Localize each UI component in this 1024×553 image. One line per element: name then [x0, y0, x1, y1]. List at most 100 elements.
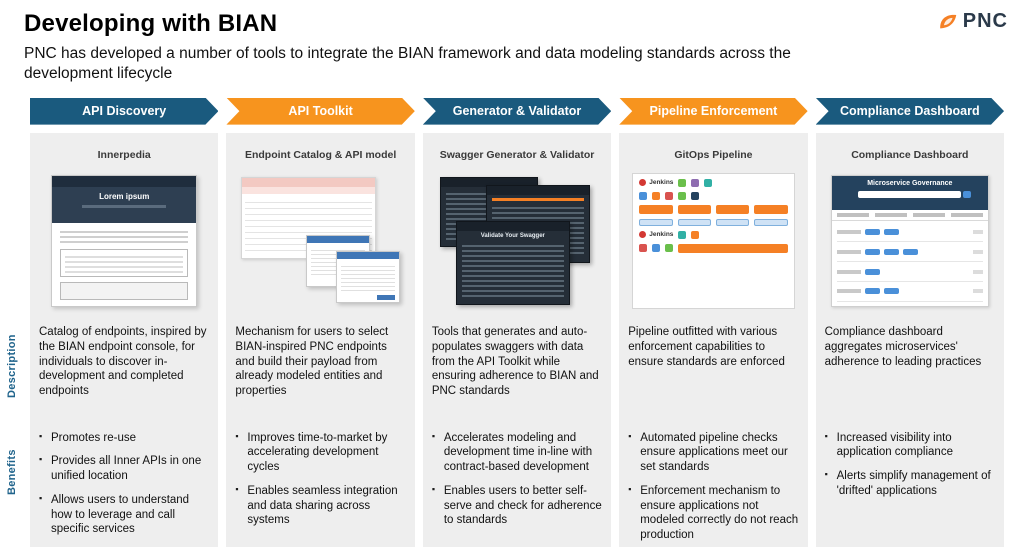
- search-bar-mock: [858, 190, 972, 198]
- tool-logo-icon: [652, 244, 661, 253]
- stage-column-compliance-dashboard: Compliance Dashboard Microservice Govern…: [815, 132, 1005, 547]
- model-dialog-mock: [335, 250, 400, 303]
- jenkins-logo: Jenkins: [639, 179, 673, 187]
- table-row: [836, 242, 984, 263]
- tool-logo-icon: [639, 244, 648, 253]
- table-row: [836, 282, 984, 302]
- stage-chevron-compliance-dashboard: Compliance Dashboard: [816, 98, 1004, 125]
- tool-logo-icon: [691, 178, 700, 187]
- pipeline-stage-mock: [639, 218, 673, 226]
- slide-header: Developing with BIAN PNC has developed a…: [0, 0, 1024, 84]
- screenshot-thumbnail-innerpedia: Lorem ipsum: [39, 173, 209, 309]
- pipeline-stage-mock: [754, 204, 788, 214]
- dashboard-mock: Microservice Governance: [830, 174, 990, 307]
- dashboard-header-mock: Microservice Governance: [831, 175, 989, 210]
- row-label-benefits: Benefits: [6, 449, 18, 495]
- jenkins-icon: [639, 179, 647, 187]
- tool-logo-icon: [691, 191, 700, 200]
- stage-description: Mechanism for users to select BIAN-inspi…: [235, 325, 389, 398]
- screenshot-thumbnail-gitops: Jenkins: [628, 172, 798, 309]
- stage-columns: Innerpedia Lorem ipsum Catalog of endpoi…: [30, 132, 1005, 547]
- dashboard-title: Microservice Governance: [867, 179, 953, 187]
- benefit-item: Alerts simplify management of 'drifted' …: [825, 469, 995, 498]
- tool-logo-icon: [639, 191, 648, 200]
- tool-logo-icon: [678, 230, 687, 239]
- stage-column-api-toolkit: Endpoint Catalog & API model Mechanism f…: [226, 132, 415, 547]
- stage-description: Pipeline outfitted with various enforcem…: [628, 325, 785, 368]
- stage-label: API Discovery: [82, 104, 167, 119]
- table-row: [836, 223, 984, 243]
- stage-description: Catalog of endpoints, inspired by the BI…: [39, 325, 207, 398]
- stage-label: Pipeline Enforcement: [649, 104, 778, 119]
- pipeline-stage-mock: [639, 204, 673, 214]
- navbar-mock: [52, 175, 197, 187]
- benefit-item: Improves time-to-market by accelerating …: [235, 431, 405, 475]
- tool-logo-icon: [665, 244, 674, 253]
- screenshot-thumbnail-endpoint-catalog: [235, 173, 405, 309]
- pnc-logo: PNC: [937, 10, 1008, 33]
- pipeline-stage-mock: [754, 218, 788, 226]
- page-subtitle: PNC has developed a number of tools to i…: [24, 45, 791, 82]
- stage-chevron-pipeline-enforcement: Pipeline Enforcement: [619, 98, 807, 125]
- jenkins-icon: [639, 231, 647, 239]
- pnc-logo-icon: [939, 14, 957, 28]
- browser-mockup: Lorem ipsum: [51, 174, 198, 307]
- stage-column-pipeline-enforcement: GitOps Pipeline Jenkins: [619, 132, 808, 547]
- page-body-mock: [52, 222, 197, 306]
- card-title: GitOps Pipeline: [674, 148, 753, 161]
- benefit-item: Accelerates modeling and development tim…: [432, 431, 602, 475]
- pipeline-stage-mock: [715, 204, 750, 214]
- stage-label: API Toolkit: [288, 104, 353, 119]
- pnc-logo-text: PNC: [962, 10, 1008, 32]
- tool-logo-icon: [678, 191, 687, 200]
- tool-logo-icon: [652, 191, 661, 200]
- screenshot-thumbnail-swagger: Validate Your Swagger: [432, 173, 602, 309]
- validator-title: Validate Your Swagger: [480, 232, 545, 239]
- benefits-list: Promotes re-use Provides all Inner APIs …: [39, 431, 209, 537]
- stage-column-generator-validator: Swagger Generator & Validator Validate Y…: [422, 132, 612, 547]
- benefit-item: Enforcement mechanism to ensure applicat…: [628, 484, 798, 543]
- pipeline-stage-mock: [678, 243, 788, 253]
- tool-logo-icon: [704, 178, 713, 187]
- benefits-list: Automated pipeline checks ensure applica…: [628, 431, 798, 543]
- catalog-table-mock: [241, 176, 376, 259]
- card-title: Swagger Generator & Validator: [439, 148, 595, 161]
- stage-chevron-api-discovery: API Discovery: [30, 98, 218, 125]
- stage-chevron-generator-validator: Generator & Validator: [423, 98, 611, 125]
- card-title: Compliance Dashboard: [851, 148, 969, 161]
- tool-logo-icon: [678, 178, 687, 187]
- benefit-item: Provides all Inner APIs in one unified l…: [39, 454, 209, 483]
- validator-window-mock: Validate Your Swagger: [455, 220, 570, 305]
- benefits-list: Accelerates modeling and development tim…: [432, 431, 602, 528]
- pipeline-stage-mock: [715, 218, 750, 226]
- page-title: Developing with BIAN: [24, 10, 278, 37]
- card-title: Endpoint Catalog & API model: [244, 148, 397, 161]
- benefits-list: Increased visibility into application co…: [825, 431, 995, 499]
- benefit-item: Automated pipeline checks ensure applica…: [628, 431, 798, 475]
- pipeline-stage-mock: [677, 204, 711, 214]
- stage-label: Compliance Dashboard: [840, 104, 980, 119]
- tool-logo-icon: [665, 191, 674, 200]
- hero-title: Lorem ipsum: [99, 191, 150, 201]
- stage-label: Generator & Validator: [452, 104, 582, 119]
- benefits-list: Improves time-to-market by accelerating …: [235, 431, 405, 528]
- table-row: [836, 262, 984, 282]
- process-flow: API Discovery API Toolkit Generator & Va…: [30, 98, 1004, 125]
- benefit-item: Enables users to better self-serve and c…: [432, 484, 602, 528]
- hero-banner-mock: Lorem ipsum: [52, 186, 197, 223]
- benefit-item: Increased visibility into application co…: [825, 431, 995, 460]
- stage-description: Compliance dashboard aggregates microser…: [824, 325, 982, 368]
- jenkins-logo: Jenkins: [639, 231, 673, 239]
- card-title: Innerpedia: [97, 148, 151, 161]
- pipeline-stage-mock: [677, 218, 711, 226]
- row-label-description: Description: [6, 334, 18, 398]
- stage-chevron-api-toolkit: API Toolkit: [226, 98, 414, 125]
- stage-description: Tools that generates and auto-populates …: [431, 325, 599, 398]
- pipeline-diagram-mock: Jenkins: [632, 172, 795, 309]
- benefit-item: Enables seamless integration and data sh…: [235, 484, 405, 528]
- benefit-item: Allows users to understand how to levera…: [39, 493, 209, 537]
- stage-column-api-discovery: Innerpedia Lorem ipsum Catalog of endpoi…: [30, 132, 219, 547]
- tool-logo-icon: [691, 230, 700, 239]
- benefit-item: Promotes re-use: [39, 431, 209, 446]
- screenshot-thumbnail-compliance: Microservice Governance: [825, 173, 995, 309]
